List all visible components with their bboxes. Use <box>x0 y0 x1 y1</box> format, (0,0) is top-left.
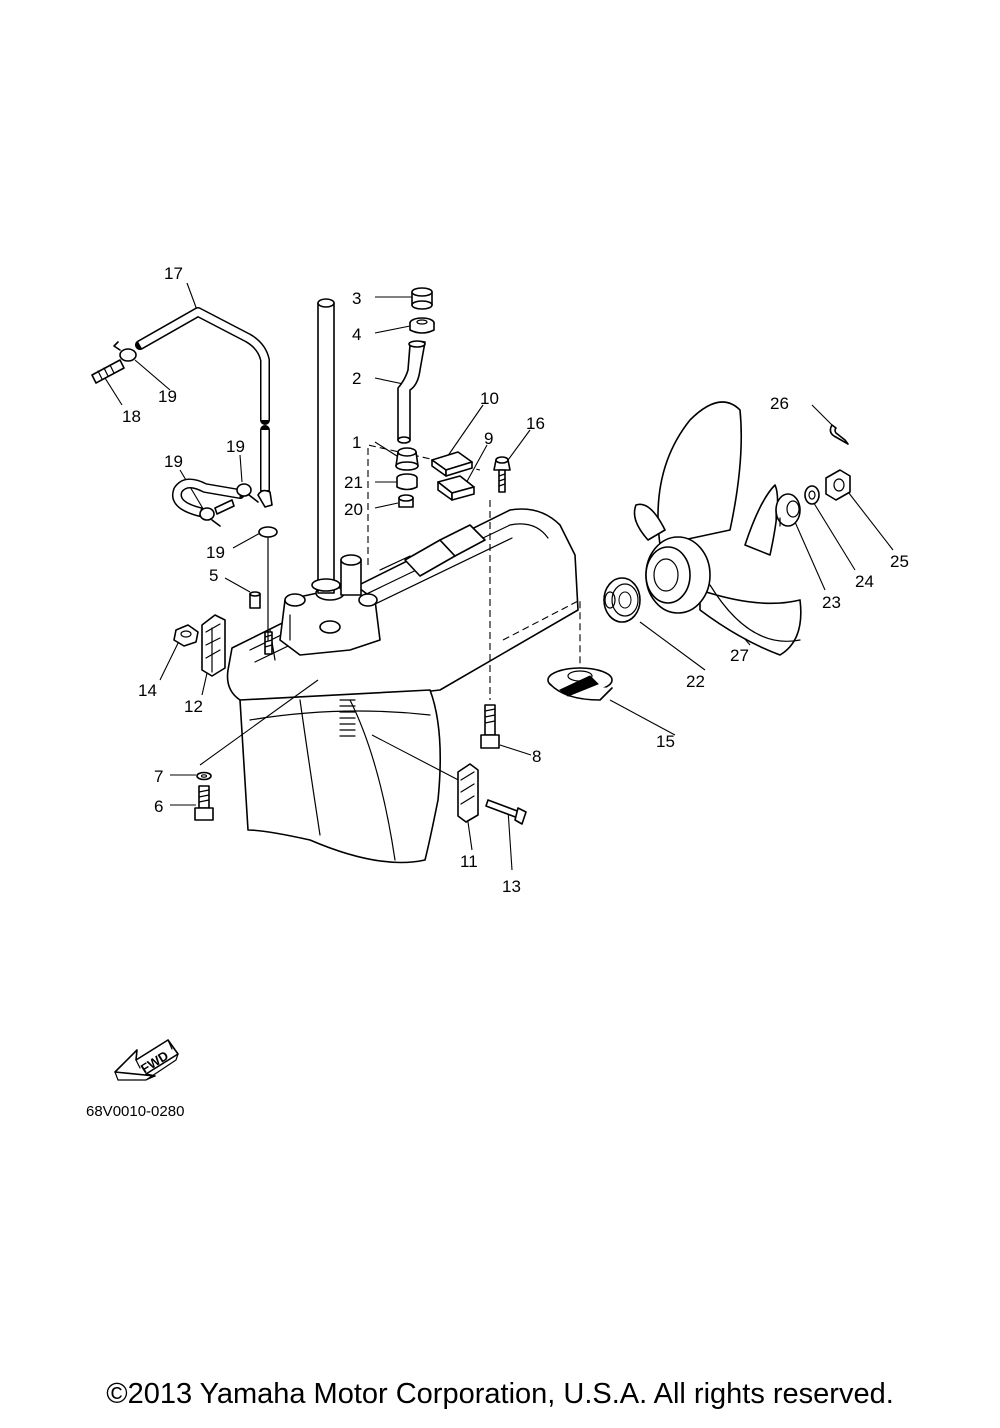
callout-22: 22 <box>686 672 705 691</box>
callout-23: 23 <box>822 593 841 612</box>
callout-20: 20 <box>344 500 363 519</box>
callout-5: 5 <box>209 566 218 585</box>
callout-6: 6 <box>154 797 163 816</box>
part-22-thrust-washer <box>603 577 641 623</box>
part-17-hose <box>135 307 270 517</box>
callout-19d: 19 <box>206 543 225 562</box>
callout-24: 24 <box>855 572 874 591</box>
callout-9: 9 <box>484 429 493 448</box>
part-14-nut <box>173 624 199 647</box>
callout-14: 14 <box>138 681 157 700</box>
part-19-clip-mid-right <box>236 483 259 503</box>
part-19-clip-upper <box>113 341 137 362</box>
callout-3: 3 <box>352 289 361 308</box>
part-27-propeller <box>633 401 802 656</box>
hose-joint-spring <box>214 489 273 515</box>
water-intake-grille <box>339 699 356 737</box>
callout-16: 16 <box>526 414 545 433</box>
part-3-grommet <box>411 287 433 310</box>
part-1-grommet <box>395 447 419 471</box>
callout-21: 21 <box>344 473 363 492</box>
fwd-arrow-icon: FWD <box>114 1039 179 1081</box>
part-19-clip-lower <box>258 526 278 641</box>
part-21-grommet <box>396 473 418 491</box>
callout-15: 15 <box>656 732 675 751</box>
part-7-washer <box>196 771 212 781</box>
callout-27: 27 <box>730 646 749 665</box>
callout-26: 26 <box>770 394 789 413</box>
callout-7: 7 <box>154 767 163 786</box>
part-4-seal <box>409 317 435 334</box>
part-10-rubber-seal <box>431 451 473 477</box>
drive-shaft <box>311 298 341 594</box>
callout-8: 8 <box>532 747 541 766</box>
part-13-screw <box>485 799 527 825</box>
callout-19c: 19 <box>164 452 183 471</box>
copyright-notice: ©2013 Yamaha Motor Corporation, U.S.A. A… <box>106 1378 894 1410</box>
callout-2: 2 <box>352 369 361 388</box>
part-15-trim-tab <box>547 667 613 701</box>
part-18-joint <box>91 359 125 384</box>
part-2-water-tube <box>397 340 426 444</box>
part-11-anode <box>457 763 479 823</box>
part-25-castle-nut <box>825 469 851 501</box>
part-23-spacer <box>775 493 801 527</box>
callout-1: 1 <box>352 433 361 452</box>
callout-10: 10 <box>480 389 499 408</box>
part-20-collar <box>398 494 414 508</box>
callout-17: 17 <box>164 264 183 283</box>
part-5-dowel-pin <box>249 591 261 609</box>
part-9-rubber-seal <box>437 475 475 501</box>
callout-19b: 19 <box>226 437 245 456</box>
part-12-anode <box>201 614 226 677</box>
lower-case-housing <box>226 508 579 864</box>
part-16-bolt <box>493 456 511 493</box>
callout-11: 11 <box>460 852 478 871</box>
callout-4: 4 <box>352 325 361 344</box>
callout-12: 12 <box>184 697 203 716</box>
callout-19a: 19 <box>158 387 177 406</box>
callout-labels: 3 4 2 1 21 20 10 9 16 17 19 18 19 19 19 … <box>122 264 909 896</box>
callout-13: 13 <box>502 877 521 896</box>
drawing-code: 68V0010-0280 <box>86 1103 184 1120</box>
part-19-clip-mid-left <box>199 507 221 527</box>
callout-25: 25 <box>890 552 909 571</box>
part-6-bolt <box>194 785 214 821</box>
callout-18: 18 <box>122 407 141 426</box>
part-24-washer <box>804 485 820 505</box>
part-26-cotter-pin <box>829 424 849 445</box>
part-8-bolt <box>480 704 500 749</box>
